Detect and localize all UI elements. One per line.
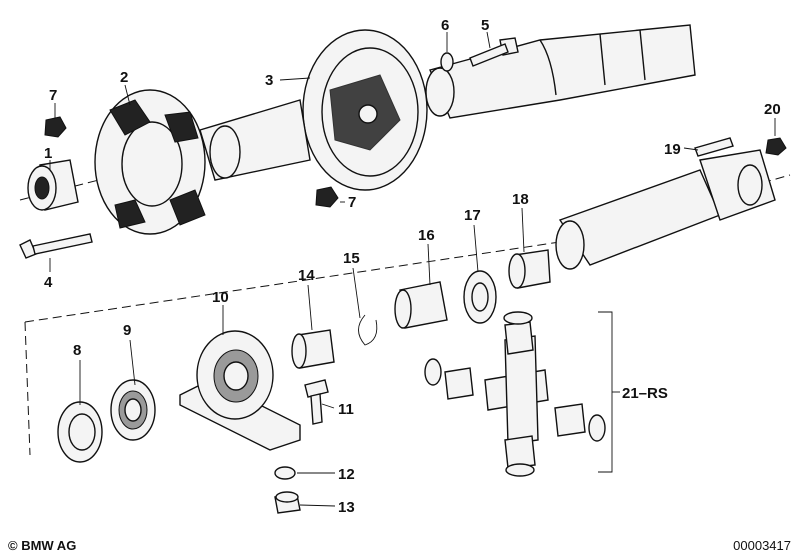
part-18-bushing <box>508 249 551 289</box>
part-20-nut <box>765 137 787 156</box>
callout-19: 19 <box>664 141 681 158</box>
part-10-centre-bearing <box>179 330 301 451</box>
callout-9: 9 <box>123 322 131 339</box>
callout-17: 17 <box>464 207 481 224</box>
callout-6: 6 <box>441 17 449 34</box>
callout-4: 4 <box>44 274 53 291</box>
part-21-universal-joint-kit <box>424 311 620 477</box>
callout-18: 18 <box>512 191 529 208</box>
callout-5: 5 <box>481 17 489 34</box>
part-7-nut-middle <box>315 186 339 208</box>
part-6-washer <box>440 52 454 72</box>
part-12-washer <box>274 466 296 480</box>
callout-7-top: 7 <box>49 87 57 104</box>
part-3-centering-disc <box>199 29 428 191</box>
callout-15: 15 <box>343 250 360 267</box>
part-4-bolt <box>19 233 93 259</box>
part-7-nut-top <box>44 116 67 138</box>
part-15-circlip <box>358 314 378 346</box>
callout-8: 8 <box>73 342 81 359</box>
propeller-shaft-front <box>425 24 696 119</box>
callout-14: 14 <box>298 267 315 284</box>
part-16-sleeve <box>394 281 448 329</box>
callout-7-middle: 7 <box>348 194 356 211</box>
callout-3: 3 <box>265 72 273 89</box>
leader-lines <box>49 31 776 507</box>
callout-11: 11 <box>338 401 354 418</box>
part-19-bolt <box>694 137 734 157</box>
callout-13: 13 <box>338 499 355 516</box>
callout-2: 2 <box>120 69 128 86</box>
part-9-ball-bearing <box>110 379 156 441</box>
part-2-flexible-disc <box>94 89 206 235</box>
copyright-label: © BMW AG <box>8 538 77 553</box>
callout-1: 1 <box>44 145 52 162</box>
part-11-bolt <box>304 379 329 425</box>
part-17-lock-washer <box>463 270 497 324</box>
callout-12: 12 <box>338 466 355 483</box>
part-5-bolt <box>469 37 519 67</box>
part-13-nut <box>274 491 301 514</box>
callout-10: 10 <box>212 289 229 306</box>
part-14-ring <box>291 329 335 369</box>
part-8-grooved-ring <box>57 401 103 463</box>
propeller-shaft-rear <box>555 149 776 270</box>
callout-20: 20 <box>764 101 781 118</box>
callout-16: 16 <box>418 227 435 244</box>
document-number: 00003417 <box>733 538 791 553</box>
part-1-bushing <box>27 159 79 211</box>
callout-21-rs: 21–RS <box>622 385 668 402</box>
